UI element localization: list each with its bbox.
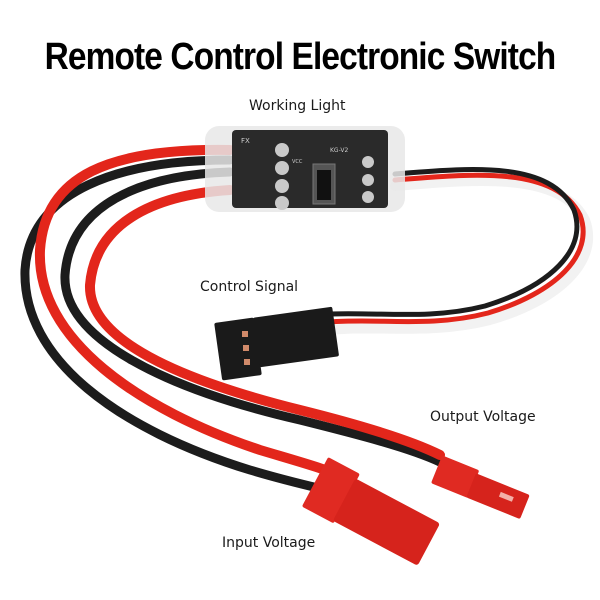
- board-marking-vcc: VCC: [292, 159, 303, 165]
- input-voltage-label: Input Voltage: [222, 535, 316, 551]
- board-marking-fx: FX: [241, 137, 250, 145]
- servo-lead: [325, 167, 594, 335]
- input-jst-connector: [302, 457, 440, 565]
- switch-board: FX KG-V2 VCC: [205, 126, 405, 212]
- output-voltage-label: Output Voltage: [430, 409, 536, 425]
- power-wires: [20, 144, 445, 500]
- control-signal-plug: [214, 306, 339, 381]
- output-jst-connector: [431, 455, 530, 519]
- board-marking-model: KG-V2: [330, 147, 349, 154]
- working-light-label: Working Light: [249, 98, 346, 114]
- control-signal-label: Control Signal: [200, 279, 299, 295]
- page-title: Remote Control Electronic Switch: [44, 36, 557, 78]
